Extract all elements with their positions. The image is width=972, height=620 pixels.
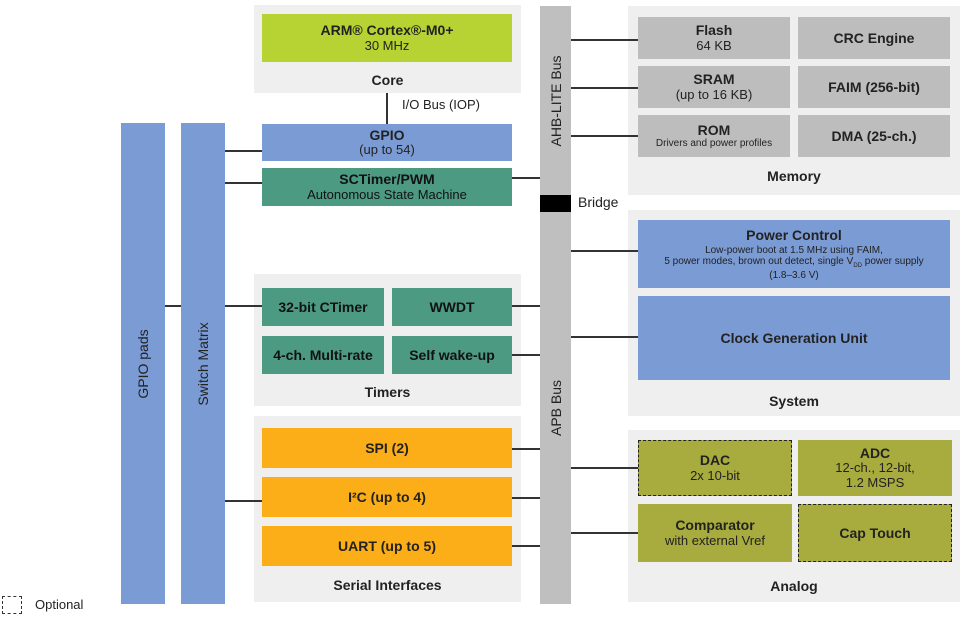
line-uart-bus — [512, 545, 540, 547]
line-wakeup-bus — [512, 354, 540, 356]
adc-sub-1: 12-ch., 12-bit, — [835, 460, 915, 476]
adc-sub-2: 1.2 MSPS — [845, 475, 905, 491]
sram-title: SRAM — [693, 71, 735, 88]
sram-sub: (up to 16 KB) — [675, 86, 753, 102]
serial-caption: Serial Interfaces — [333, 577, 442, 593]
gpio-pads-bar: GPIO pads — [121, 123, 165, 604]
ahb-bus-label: AHB-LITE Bus — [547, 54, 564, 147]
switch-matrix-label: Switch Matrix — [195, 321, 211, 406]
apb-bus-label: APB Bus — [547, 379, 564, 437]
line-switch-timers — [225, 305, 262, 307]
line-bus-rom — [571, 135, 638, 137]
system-caption: System — [769, 393, 819, 409]
dac-block: DAC 2x 10-bit — [638, 440, 792, 496]
rom-title: ROM — [697, 122, 731, 139]
line-bus-clock — [571, 336, 638, 338]
dac-sub: 2x 10-bit — [690, 467, 740, 483]
line-switch-sctimer — [225, 182, 262, 184]
power-line-1: Low-power boot at 1.5 MHz using FAIM, — [705, 244, 883, 256]
line-bus-sram — [571, 87, 638, 89]
uart-block: UART (up to 5) — [262, 526, 512, 566]
power-line-2b: power supply — [861, 256, 924, 268]
timer-self-wakeup: Self wake-up — [392, 336, 512, 374]
bridge-label: Bridge — [578, 194, 619, 210]
line-switch-serial — [225, 500, 262, 502]
line-bus-dac — [571, 467, 638, 469]
arm-cortex-block: ARM® Cortex®-M0+ 30 MHz — [262, 14, 512, 62]
comparator-title: Comparator — [675, 517, 755, 534]
gpio-pads-label: GPIO pads — [135, 328, 151, 399]
power-control-block: Power Control Low-power boot at 1.5 MHz … — [638, 220, 950, 288]
line-io-bus — [386, 93, 388, 124]
apb-bus-bar: APB Bus — [540, 212, 571, 604]
ahb-bus-bar: AHB-LITE Bus — [540, 6, 571, 195]
power-control-title: Power Control — [746, 226, 842, 243]
arm-cortex-freq: 30 MHz — [364, 37, 410, 53]
comparator-sub: with external Vref — [665, 532, 765, 548]
timer-ctimer: 32-bit CTimer — [262, 288, 384, 326]
line-switch-gpio — [225, 150, 262, 152]
core-caption: Core — [371, 72, 404, 88]
timer-wwdt: WWDT — [392, 288, 512, 326]
dac-title: DAC — [699, 452, 731, 469]
timers-caption: Timers — [364, 384, 411, 400]
i2c-block: I²C (up to 4) — [262, 477, 512, 517]
gpio-sub: (up to 54) — [359, 142, 415, 158]
gpio-title: GPIO — [369, 126, 405, 143]
rom-block: ROM Drivers and power profiles — [638, 115, 790, 157]
line-bus-power — [571, 250, 638, 252]
timer-multirate: 4-ch. Multi-rate — [262, 336, 384, 374]
adc-block: ADC 12-ch., 12-bit, 1.2 MSPS — [798, 440, 952, 496]
vdd-subscript: DD — [853, 263, 862, 270]
flash-title: Flash — [695, 22, 733, 39]
io-bus-label: I/O Bus (IOP) — [402, 97, 481, 112]
gpio-block: GPIO (up to 54) — [262, 124, 512, 161]
flash-block: Flash 64 KB — [638, 17, 790, 59]
sctimer-block: SCTimer/PWM Autonomous State Machine — [262, 168, 512, 206]
optional-legend-box — [2, 596, 22, 614]
spi-block: SPI (2) — [262, 428, 512, 468]
flash-sub: 64 KB — [696, 37, 732, 53]
line-bus-comparator — [571, 532, 638, 534]
dma-block: DMA (25-ch.) — [798, 115, 950, 157]
rom-sub: Drivers and power profiles — [655, 138, 773, 150]
line-spi-bus — [512, 448, 540, 450]
line-bus-flash — [571, 39, 638, 41]
power-line-2a: 5 power modes, brown out detect, single … — [664, 256, 854, 268]
arm-cortex-title: ARM® Cortex®-M0+ — [320, 22, 454, 39]
analog-caption: Analog — [770, 578, 818, 594]
faim-block: FAIM (256-bit) — [798, 66, 950, 108]
switch-matrix-bar: Switch Matrix — [181, 123, 225, 604]
line-pads-switch — [165, 305, 181, 307]
adc-title: ADC — [859, 445, 891, 462]
line-sctimer-bus — [512, 177, 540, 179]
line-i2c-bus — [512, 497, 540, 499]
power-line-3: (1.8–3.6 V) — [769, 269, 819, 281]
line-wwdt-bus — [512, 305, 540, 307]
sctimer-sub: Autonomous State Machine — [307, 186, 467, 202]
clock-generation-block: Clock Generation Unit — [638, 296, 950, 380]
sram-block: SRAM (up to 16 KB) — [638, 66, 790, 108]
power-line-2: 5 power modes, brown out detect, single … — [664, 256, 923, 270]
sctimer-title: SCTimer/PWM — [339, 171, 435, 188]
bridge-block — [540, 195, 571, 212]
crc-block: CRC Engine — [798, 17, 950, 59]
comparator-block: Comparator with external Vref — [638, 504, 792, 562]
memory-caption: Memory — [767, 168, 821, 184]
optional-legend-label: Optional — [35, 597, 84, 612]
cap-touch-block: Cap Touch — [798, 504, 952, 562]
